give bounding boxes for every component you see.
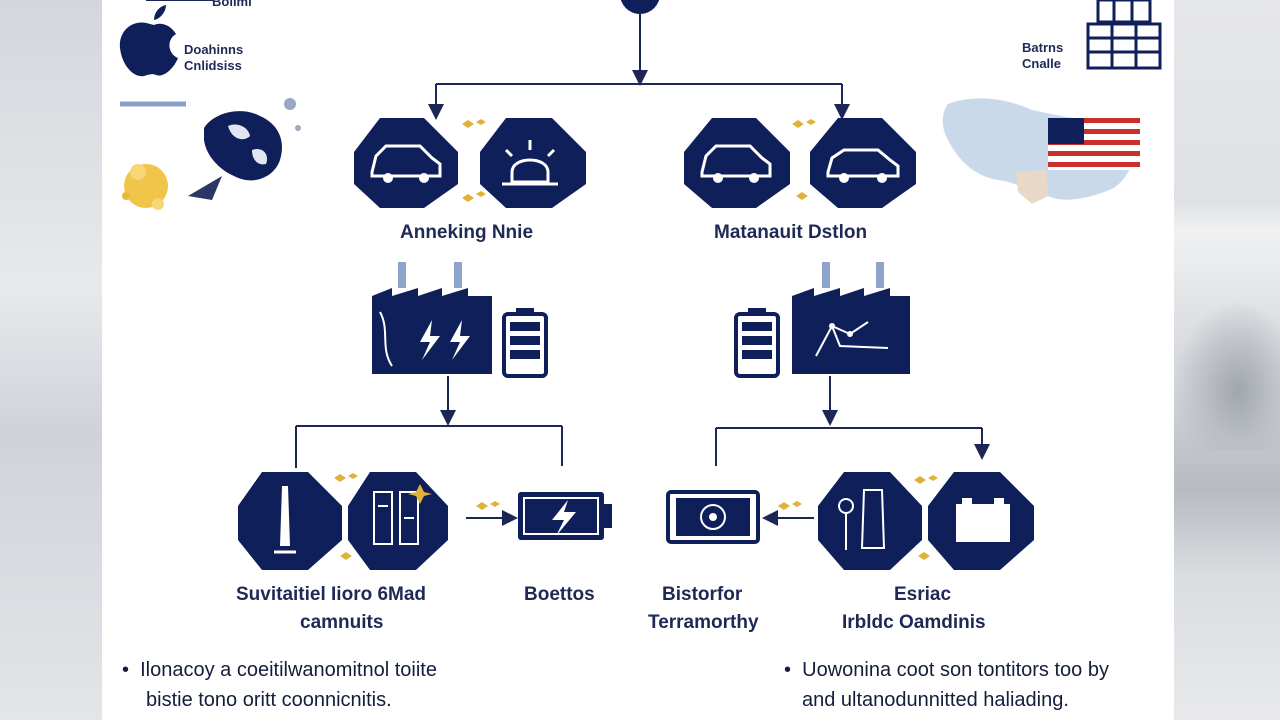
bottom-right-b-line-2: Irbldc Oamdinis [842,612,986,633]
right-backdrop [1174,0,1280,720]
right-group-label: Matanauit Dstlon [714,222,868,243]
top-left-caption: Bolimi [212,0,252,9]
robot-worker-icon [818,472,922,570]
left-backdrop [0,0,102,720]
car-icon [810,118,916,208]
world-map-icon [122,98,301,210]
motor-module-icon [666,490,760,544]
bottom-right-a-line-2: Terramorthy [648,612,759,633]
right-bullet: • Uowonina coot son tontitors too by [784,656,1109,684]
supply-chain-diagram [119,0,1162,570]
data-grid-icon [1086,0,1162,70]
bullet-dot: • [784,659,803,681]
tower-icon [238,472,342,570]
car-icon [684,118,790,208]
sparkle-decorations [334,119,938,560]
right-bullet-line-2: and ultanodunnitted haliading. [802,689,1069,711]
factory-robot-arm-icon [792,262,910,374]
us-flag-icon [1048,118,1140,170]
battery-pack-icon [928,472,1034,570]
blurred-car [1174,300,1280,450]
factory-lightning-icon [372,262,492,374]
bottom-right-a-line-1: Bistorfor [662,584,743,605]
battery-icon [502,308,548,378]
left-bullet-line-1: Ilonacoy a coeitilwanomitnol toiite [140,659,437,681]
top-connectors [428,0,850,120]
right-caption-line-1: Batrns [1022,40,1064,55]
left-bullet: • Ilonacoy a coeitilwanomitnol toiite [122,656,437,684]
left-bullet-line-2: bistie tono oritt coonnicnitis. [146,689,392,711]
middle-connectors [295,376,990,526]
bottom-right-b-line-1: Esriac [894,584,952,605]
left-group-label: Anneking Nnie [400,222,534,243]
bottom-mid-label: Boettos [524,584,595,605]
battery-icon [734,308,780,378]
charging-light-icon [480,118,586,208]
apple-logo-icon [119,5,178,77]
left-caption-line-2: Cnlidsiss [184,58,242,73]
right-caption-line-2: Cnalle [1022,56,1062,71]
battery-charge-icon [518,492,612,540]
car-icon [354,118,458,208]
battery-cells-icon [348,472,448,570]
left-caption-line-1: Doahinns [184,42,244,57]
right-bullet-line-1: Uowonina coot son tontitors too by [802,659,1109,681]
bullet-dot: • [122,659,141,681]
bottom-left-label-1: Suvitaitiel Iioro 6Mad [236,584,427,605]
bottom-left-label-2: camnuits [300,612,384,633]
infographic-canvas: Bolimi Doahinns Cnlidsiss Batrns Cnalle … [102,0,1174,720]
